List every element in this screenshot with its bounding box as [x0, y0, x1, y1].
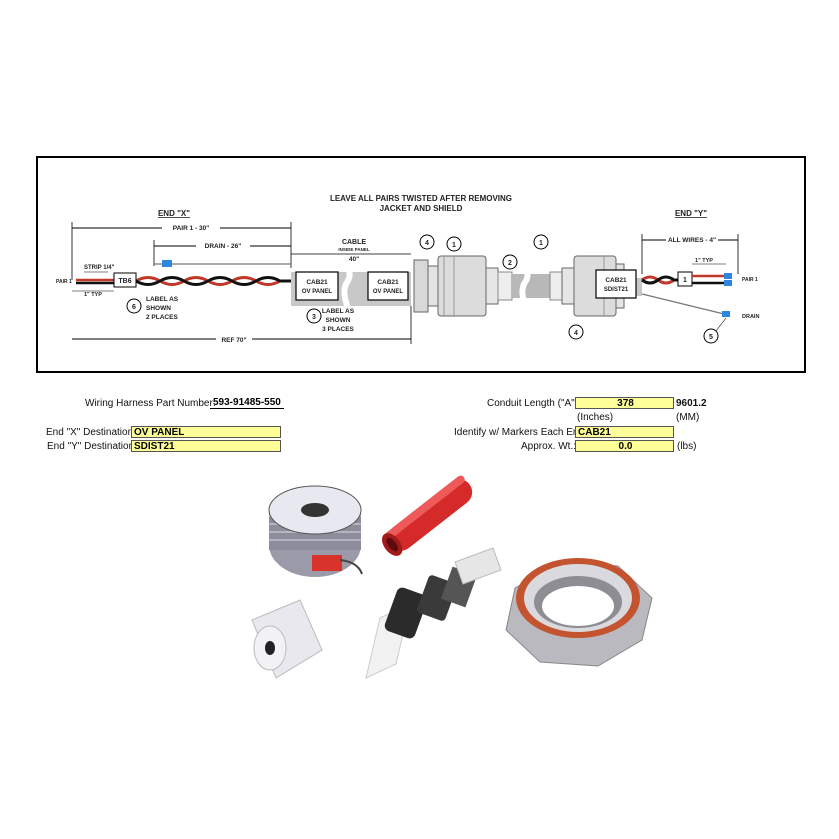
- strip-label: STRIP 1/4": [84, 265, 115, 271]
- pair1-right-label: PAIR 1: [742, 277, 758, 283]
- inside-panel-label: INSIDE PANEL: [338, 247, 369, 252]
- label3-line3: 3 PLACES: [322, 326, 354, 333]
- twisted-wire-black-left: [135, 276, 291, 286]
- ferrule-black: [724, 280, 732, 286]
- callout-4a-label: 4: [425, 240, 429, 247]
- drain-length-label: DRAIN - 26": [205, 243, 242, 250]
- right-marker-label: 1: [683, 277, 687, 284]
- tag2-line2: OV PANEL: [373, 289, 404, 295]
- weight-label: Approx. Wt.:: [521, 441, 577, 452]
- callout-6-label: 6: [132, 304, 136, 311]
- weight-unit: (lbs): [677, 441, 697, 452]
- sealing-locknut-image: [505, 558, 653, 667]
- tag3-line1: CAB21: [605, 277, 627, 284]
- callout-5-label: 5: [709, 334, 713, 341]
- callout-3: [306, 308, 322, 324]
- callout-4b: [568, 324, 584, 340]
- part-number-value: 593-91485-550: [210, 397, 284, 409]
- cable-break: [341, 266, 353, 310]
- tb6-marker: [113, 272, 137, 288]
- callout-1b-label: 1: [539, 240, 543, 247]
- cable-length-label: 40": [349, 256, 359, 263]
- pair1-label-bg: [162, 222, 220, 232]
- conduit-fitting-image: [365, 547, 502, 679]
- markers-label: Identify w/ Markers Each End:: [454, 427, 587, 438]
- pair1-length-label: PAIR 1 - 30": [173, 225, 210, 232]
- callout-1b: [533, 234, 549, 250]
- label3-line2: SHOWN: [326, 317, 351, 324]
- conduit-length-mm: 9601.2: [676, 398, 707, 409]
- end-y-destination-field[interactable]: SDIST21: [131, 440, 281, 452]
- inches-unit: (Inches): [577, 412, 614, 423]
- label3-line1: LABEL AS: [322, 308, 355, 315]
- twisted-wire-black-right: [641, 275, 680, 285]
- cable-label: CABLE: [342, 239, 366, 246]
- callout-4b-label: 4: [574, 330, 578, 337]
- conduit-length-label: Conduit Length ("A"):: [487, 398, 581, 409]
- one-typ-right-label: 1" TYP: [695, 258, 713, 264]
- callout-1a: [446, 236, 462, 252]
- ref-label: REF 70": [221, 337, 246, 344]
- right-wire-marker: [677, 271, 693, 287]
- callout-6: [126, 298, 142, 314]
- ferrule-red: [724, 273, 732, 279]
- end-x-label: END "X": [158, 209, 190, 218]
- label6-line1: LABEL AS: [146, 296, 179, 303]
- end-x-destination-label: End "X" Destination:: [46, 427, 136, 438]
- drain-sleeve-left: [162, 260, 172, 267]
- pair1-left-label: PAIR 1: [56, 279, 72, 285]
- component-photos: [251, 475, 653, 679]
- label6-line2: SHOWN: [146, 305, 171, 312]
- label-roll-image: [251, 599, 323, 679]
- tag2-line1: CAB21: [377, 279, 399, 286]
- drain-label-bg: [196, 240, 250, 250]
- tag1-line1: CAB21: [306, 279, 328, 286]
- callout-1a-label: 1: [452, 242, 456, 249]
- callout-5-leader: [715, 317, 727, 332]
- conduit-break: [519, 266, 531, 310]
- butt-splice-image: [381, 475, 473, 556]
- callout-2: [502, 254, 518, 270]
- tag3-line2: SDIST21: [604, 287, 629, 293]
- marker-tag-2: [367, 271, 409, 301]
- one-typ-left-label: 1" TYP: [84, 292, 102, 298]
- left-conduit-fitting: [413, 255, 513, 317]
- markers-field[interactable]: CAB21: [575, 426, 674, 438]
- drain-wire-right: [641, 293, 725, 315]
- tb6-label: TB6: [118, 278, 131, 285]
- end-y-label: END "Y": [675, 209, 707, 218]
- label6-line3: 2 PLACES: [146, 314, 178, 321]
- wire-spool-image: [268, 485, 363, 577]
- conduit-length-inches-field[interactable]: 378: [575, 397, 674, 409]
- ref-label-bg: [216, 334, 252, 344]
- end-y-destination-label: End "Y" Destination: [47, 441, 135, 452]
- callout-2-label: 2: [508, 260, 512, 267]
- tag1-line2: OV PANEL: [302, 289, 333, 295]
- all-wires-label: ALL WIRES - 4": [668, 237, 716, 244]
- drain-right-label: DRAIN: [742, 314, 759, 320]
- part-number-label: Wiring Harness Part Number:: [85, 398, 216, 409]
- marker-tag-1: [295, 271, 339, 301]
- callout-4a: [419, 234, 435, 250]
- weight-field[interactable]: 0.0: [575, 440, 674, 452]
- marker-tag-3: [595, 269, 637, 299]
- diagram-header-line1: LEAVE ALL PAIRS TWISTED AFTER REMOVING: [330, 194, 512, 203]
- callout-5: [703, 328, 719, 344]
- diagram-header-line2: JACKET AND SHIELD: [380, 204, 463, 213]
- callout-3-label: 3: [312, 314, 316, 321]
- wiring-diagram: LEAVE ALL PAIRS TWISTED AFTER REMOVING J…: [36, 156, 806, 373]
- mm-unit: (MM): [676, 412, 700, 423]
- conduit-section: [512, 274, 552, 298]
- end-x-destination-field[interactable]: OV PANEL: [131, 426, 281, 438]
- all-wires-label-bg: [666, 234, 718, 244]
- drain-sleeve-right: [722, 311, 730, 317]
